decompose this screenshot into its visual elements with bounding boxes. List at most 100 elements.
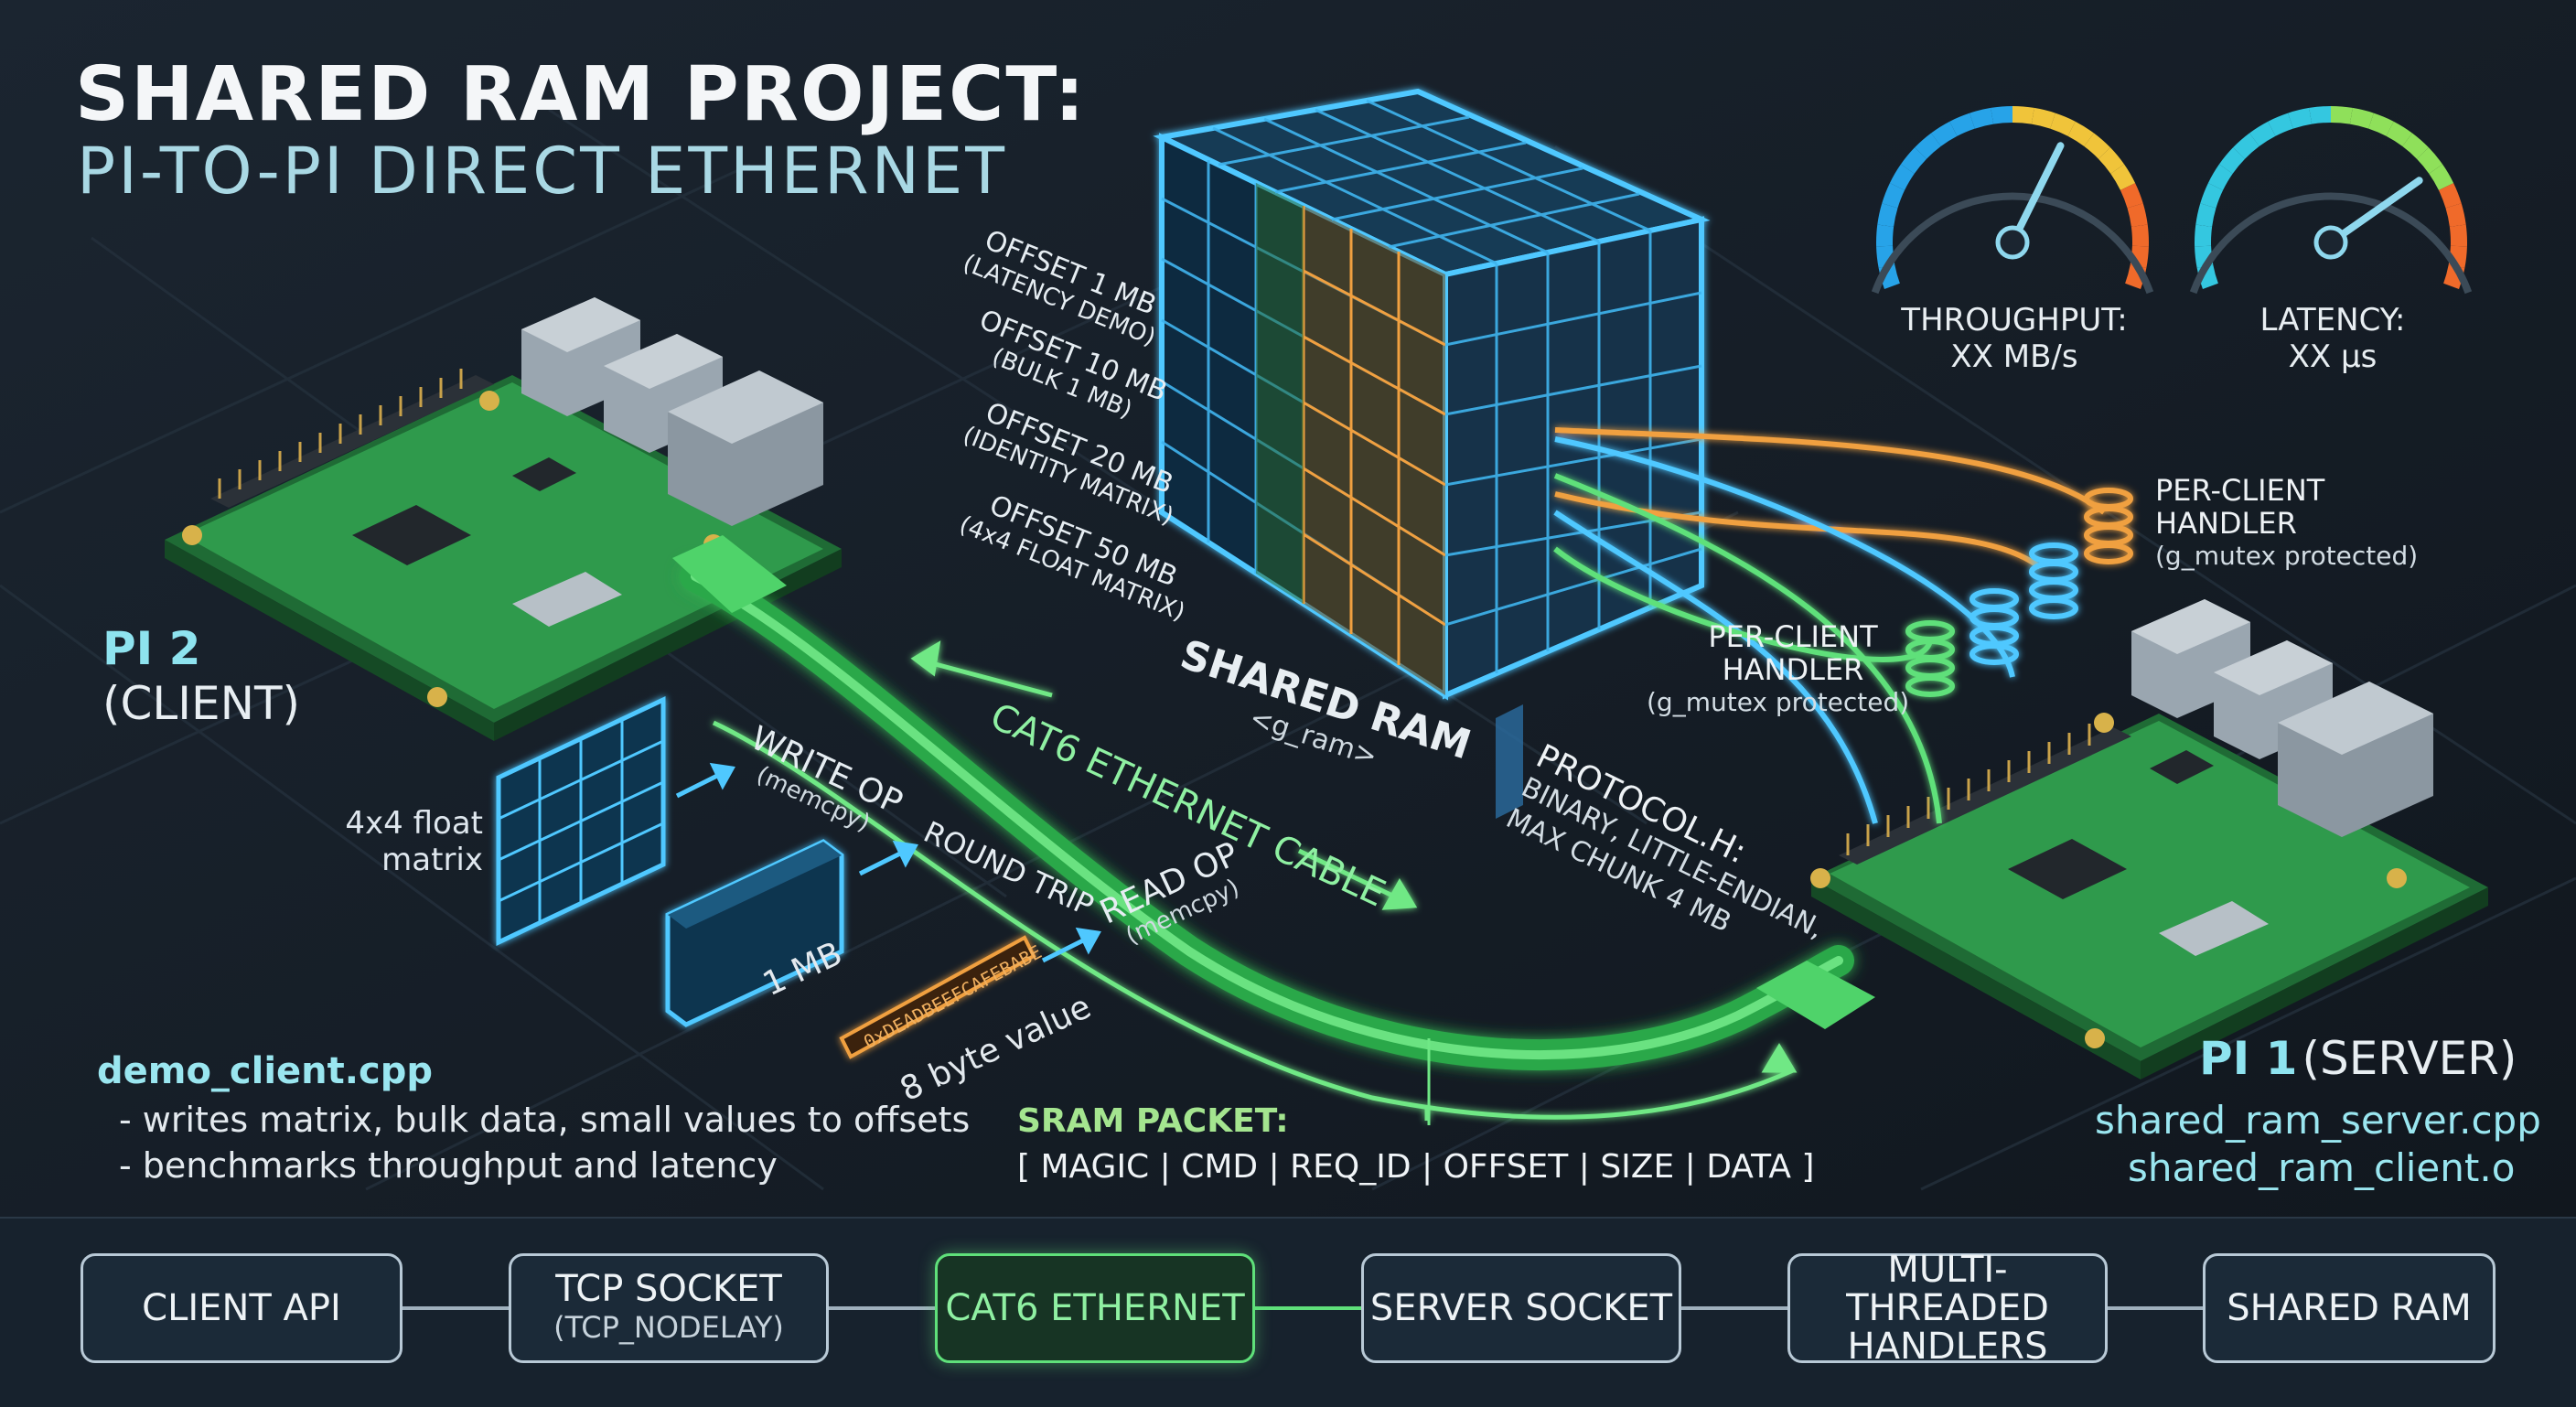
matrix-grid — [496, 696, 666, 946]
gauge-arc-segment — [2368, 113, 2394, 136]
title-line-2: PI-TO-PI DIRECT ETHERNET — [77, 134, 1007, 209]
gauge-hub — [1995, 225, 2030, 260]
gauge-arc-segment — [2386, 121, 2412, 147]
handler-label-1: PER-CLIENT HANDLER (g_mutex protected) — [2155, 474, 2418, 573]
flow-connector — [1681, 1306, 1787, 1310]
latency-title: LATENCY: — [2259, 302, 2406, 338]
pi1-board — [1810, 599, 2488, 1079]
handler-label-2: PER-CLIENT HANDLER (g_mutex protected) — [1647, 620, 1910, 719]
gauge-arc-segment — [2309, 106, 2332, 124]
gauge-arc-segment — [2195, 203, 2216, 228]
gauges — [1871, 106, 2473, 295]
gauge-arc-segment — [2084, 133, 2110, 159]
gauge-arc-segment — [2330, 106, 2353, 124]
client-file: demo_client.cpp — [97, 1050, 433, 1092]
flow-tcp-socket-label: TCP SOCKET — [555, 1268, 782, 1310]
flow-multi-threaded-handlers: MULTI-THREADED HANDLERS — [1787, 1251, 2108, 1368]
value-bar — [839, 935, 1036, 1059]
gauge-arc-segment — [2402, 133, 2429, 159]
gauge-arc-segment — [2012, 106, 2034, 124]
flow-tcp-socket: TCP SOCKET (TCP_NODELAY) — [509, 1253, 829, 1363]
flow-cat6-ethernet: CAT6 ETHERNET — [935, 1253, 1255, 1363]
throughput-title: THROUGHPUT: — [1901, 302, 2128, 338]
gauge-arc-segment — [2110, 164, 2136, 191]
gauge-arc-segment — [2050, 113, 2076, 136]
throughput-value: XX MB/s — [1950, 338, 2078, 375]
flow-cat6-label: CAT6 ETHERNET — [945, 1287, 1245, 1329]
pi2-role: (CLIENT) — [102, 677, 301, 730]
gauge-arc-segment — [1931, 121, 1958, 147]
gauge-arc-segment — [2429, 164, 2454, 191]
flow-server-socket: SERVER SOCKET — [1361, 1253, 1681, 1363]
pi1-role: (SERVER) — [2302, 1032, 2517, 1085]
gauge-arc-segment — [2218, 147, 2246, 174]
gauge-arc-segment — [1900, 147, 1927, 174]
throughput-label: THROUGHPUT: XX MB/s — [1859, 302, 2170, 375]
flow-tcp-socket-sub: (TCP_NODELAY) — [553, 1310, 784, 1345]
gauge-arc-segment — [2268, 113, 2293, 136]
flow-connector — [1255, 1306, 1361, 1310]
op-arrows — [675, 762, 1101, 963]
latency-label: LATENCY: XX µs — [2177, 302, 2488, 375]
gauge-arc-segment — [2438, 183, 2462, 209]
gauge-arc-segment — [2445, 203, 2466, 228]
gauge-arc-segment — [1991, 106, 2013, 124]
gauge-arc-segment — [1889, 164, 1915, 191]
gauge-arc-segment — [2249, 121, 2276, 147]
sram-packet-title: SRAM PACKET: — [1017, 1102, 1289, 1140]
gauge-arc-segment — [2195, 224, 2213, 247]
pi1-name: PI 1 — [2199, 1032, 2298, 1085]
gauge-arc-segment — [1882, 183, 1905, 209]
gauge-arc-segment — [2098, 147, 2125, 174]
flow-client-api: CLIENT API — [80, 1253, 402, 1363]
gauge-ring — [2189, 192, 2473, 295]
gauge-arc-segment — [1949, 113, 1975, 136]
flow-connector — [2108, 1306, 2203, 1310]
gauge-arc-segment — [2127, 203, 2148, 228]
flow-shared-ram-label: SHARED RAM — [2227, 1287, 2472, 1329]
gauge-arc-segment — [1915, 133, 1941, 159]
gauge-needle — [2327, 177, 2423, 246]
gauge-arc-segment — [2200, 183, 2224, 209]
matrix-label: 4x4 float matrix — [337, 805, 483, 878]
gauge-arc-segment — [2288, 107, 2313, 129]
flow-server-socket-label: SERVER SOCKET — [1369, 1287, 1673, 1329]
flow-client-api-label: CLIENT API — [142, 1287, 341, 1329]
bulk-block — [665, 839, 844, 1027]
rj45-connectors — [672, 535, 1875, 1029]
shared-ram-cube — [1153, 88, 1711, 701]
sram-packet-fields: [ MAGIC | CMD | REQ_ID | OFFSET | SIZE |… — [1017, 1148, 1815, 1186]
pi1-file-1: shared_ram_server.cpp — [2095, 1098, 2541, 1143]
pi1-heading: PI 1 (SERVER) — [2199, 1032, 2517, 1085]
gauge-arc-segment — [2349, 107, 2374, 129]
pi2-name: PI 2 — [102, 622, 201, 675]
gauge-needle — [2009, 142, 2065, 246]
protocol-card — [1496, 704, 1523, 819]
matrix-label-text: 4x4 float matrix — [345, 805, 483, 878]
gauge-arc-segment — [1876, 224, 1894, 247]
flow-handlers-label: MULTI-THREADED — [1846, 1249, 2049, 1329]
handler-1-sub: (g_mutex protected) — [2155, 541, 2419, 571]
gauge-arc-segment — [1970, 107, 1994, 129]
handler-2-sub: (g_mutex protected) — [1647, 687, 1910, 717]
gauge-hub — [2313, 225, 2348, 260]
gauge-arc-segment — [2233, 133, 2259, 159]
cable-arrows — [712, 640, 1798, 1121]
latency-value: XX µs — [2288, 338, 2377, 375]
flow-shared-ram: SHARED RAM — [2203, 1253, 2496, 1363]
gauge-arc-segment — [2120, 183, 2143, 209]
handler-fibers — [1553, 427, 2106, 824]
gauge-arc-segment — [2131, 224, 2149, 247]
gauge-arc-segment — [2416, 147, 2443, 174]
flow-bar — [0, 1217, 2576, 1407]
pi1-file-2: shared_ram_client.o — [2128, 1145, 2516, 1190]
flow-handlers-sub: HANDLERS — [1847, 1326, 2048, 1368]
gauge-arc-segment — [1877, 203, 1898, 228]
cat6-cable — [680, 561, 1854, 1070]
latency-gauge — [2189, 106, 2473, 295]
handler-1-title: PER-CLIENT HANDLER — [2155, 473, 2325, 541]
flow-connector — [402, 1306, 509, 1310]
gauge-arc-segment — [2207, 164, 2233, 191]
